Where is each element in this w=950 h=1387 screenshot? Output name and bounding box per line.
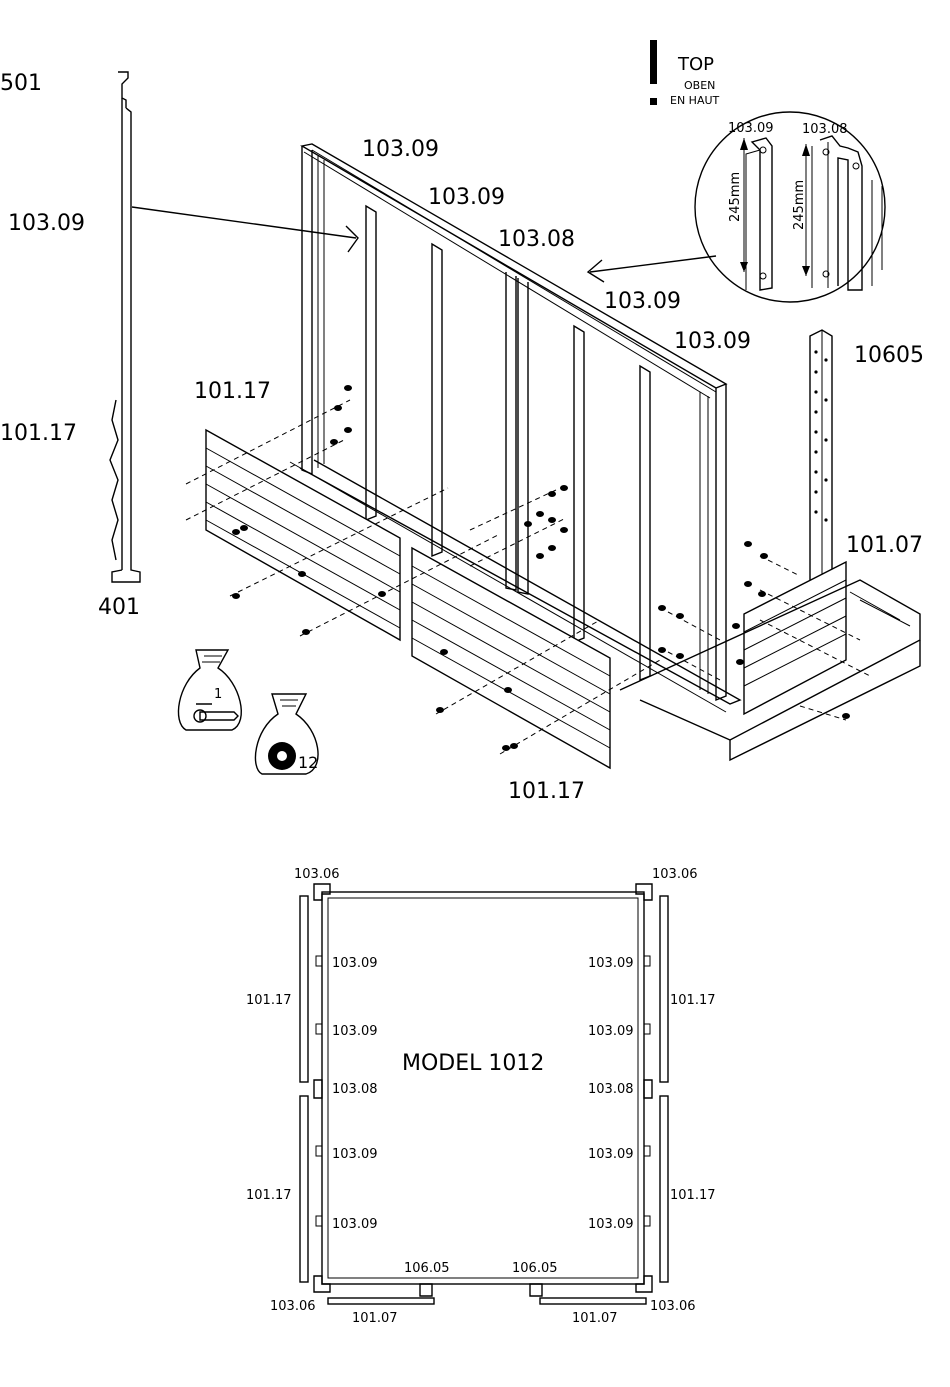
detail-label-103-08: 103.08 [802,122,848,137]
plan-corner-br: 103.06 [650,1299,696,1314]
profile-label-501: 501 [0,71,42,96]
arrowhead-left-icon [346,226,358,252]
frame-label-c: 103.08 [498,227,575,252]
plan-corner-tl: 103.06 [294,867,340,882]
top-label: TOP [677,54,714,75]
plan-title: MODEL 1012 [402,1051,544,1076]
panel-label-right: 101.07 [846,533,923,558]
plan-bottom-post-2: 106.05 [512,1261,558,1276]
pointer-arrow-right [590,256,716,272]
top-marker [650,40,657,105]
panel-label-left: 101.17 [194,379,271,404]
plan-right-frame-2: 103.09 [588,1024,634,1039]
plan-left-frame-3: 103.08 [332,1082,378,1097]
frame-label-a: 103.09 [362,137,439,162]
profile-label-401: 401 [98,595,140,620]
plan-right-frame-4: 103.09 [588,1147,634,1162]
plan-right-panel-1: 101.17 [670,993,716,1008]
washer-bag-count: 12 [298,753,318,772]
plan-left-panel-1: 101.17 [246,993,292,1008]
post-label: 10605 [854,343,924,368]
oben-label: OBEN [684,79,715,92]
plan-right-frame-1: 103.09 [588,956,634,971]
plan-right-frame-3: 103.08 [588,1082,634,1097]
plan-bottom-post-1: 106.05 [404,1261,450,1276]
plan-left-frame-2: 103.09 [332,1024,378,1039]
screw-bag-count: 1 [214,687,222,702]
detail-dim-left: 245mm [728,172,743,222]
frame-label-b: 103.09 [428,185,505,210]
plan-corner-tr: 103.06 [652,867,698,882]
frame-label-d: 103.09 [604,289,681,314]
profile-label-101-17: 101.17 [0,421,77,446]
pointer-arrow-left [132,207,356,238]
plan-left-panel-2: 101.17 [246,1188,292,1203]
detail-dim-right: 245mm [792,180,807,230]
plan-left-frame-1: 103.09 [332,956,378,971]
profile-section [110,72,140,582]
panel-label-bottom: 101.17 [508,779,585,804]
plan-right-frame-5: 103.09 [588,1217,634,1232]
detail-label-103-09: 103.09 [728,121,774,136]
exclamation-bar-icon [650,40,657,84]
plan-corner-bl: 103.06 [270,1299,316,1314]
detail-circle [695,112,885,302]
plan-bottom-panel-1: 101.07 [352,1311,398,1326]
en-haut-label: EN HAUT [670,94,720,107]
plan-bottom-panel-2: 101.07 [572,1311,618,1326]
plan-left-frame-4: 103.09 [332,1147,378,1162]
exclamation-dot-icon [650,98,657,105]
frame-label-e: 103.09 [674,329,751,354]
profile-label-103-09: 103.09 [8,211,85,236]
plan-right-panel-2: 101.17 [670,1188,716,1203]
plan-left-frame-5: 103.09 [332,1217,378,1232]
